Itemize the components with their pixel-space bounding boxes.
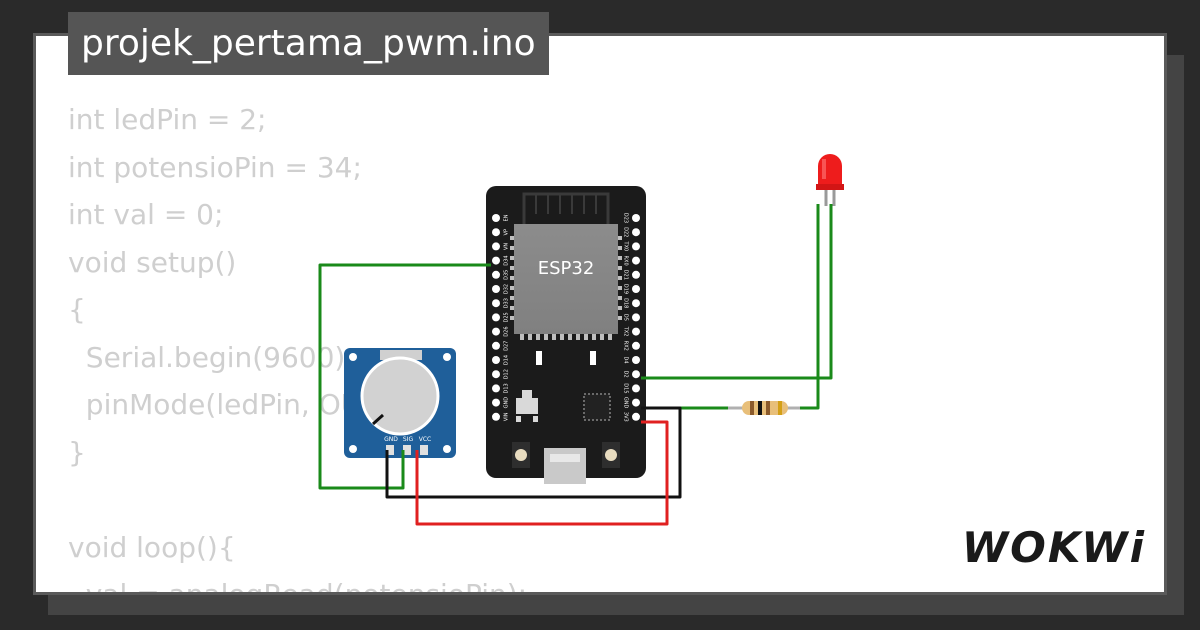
pin-label: D4	[623, 356, 629, 363]
pin-label: TX0	[623, 241, 629, 252]
pin-d13[interactable]	[492, 384, 500, 393]
pin-gnd[interactable]	[492, 398, 500, 407]
boot-button[interactable]	[512, 442, 530, 468]
pin-label: D25	[504, 312, 510, 322]
pin-label: D33	[504, 298, 510, 308]
pin-d14[interactable]	[492, 356, 500, 364]
pin-gnd[interactable]	[632, 398, 640, 407]
pin-d4[interactable]	[632, 356, 640, 364]
circuit-diagram: ESP32	[318, 154, 844, 526]
resistor[interactable]	[728, 401, 800, 415]
reset-button[interactable]	[602, 442, 620, 468]
code-line: int ledPin = 2;	[68, 103, 267, 136]
pin-label: VIN	[504, 412, 510, 421]
pin-label: RX0	[623, 256, 629, 266]
pin-label: TX2	[623, 326, 629, 337]
pin-d15[interactable]	[632, 384, 640, 393]
pin-label: D35	[504, 270, 510, 280]
usb-port	[544, 448, 586, 484]
pin-label: D15	[623, 383, 629, 393]
pin-label: D2	[623, 371, 629, 378]
wire-led	[641, 204, 833, 380]
pin-label: D14	[504, 355, 510, 365]
pot-pin-vcc: VCC	[419, 436, 431, 443]
pin-d34[interactable]	[492, 256, 500, 265]
esp32-board[interactable]: ESP32	[486, 186, 646, 484]
code-line: }	[68, 435, 86, 469]
pin-label: D18	[623, 298, 629, 308]
wire-ground	[385, 406, 682, 499]
pin-d2[interactable]	[632, 370, 640, 379]
pin-label: D34	[504, 255, 510, 265]
pin-label: D23	[623, 213, 629, 223]
pin-label: VP	[504, 229, 510, 235]
pin-d19[interactable]	[632, 285, 640, 293]
pin-d33[interactable]	[492, 299, 500, 308]
pin-d23[interactable]	[632, 214, 640, 222]
preview-card: int ledPin = 2; int potensioPin = 34; int …	[33, 33, 1167, 595]
pin-label: D32	[504, 284, 510, 294]
code-line: int val = 0;	[68, 198, 224, 231]
pin-label: D22	[623, 227, 629, 237]
pin-tx2[interactable]	[632, 327, 640, 336]
pin-d18[interactable]	[632, 299, 640, 308]
pin-label: D19	[623, 284, 629, 294]
pin-3v3[interactable]	[632, 412, 640, 421]
code-line: {	[68, 293, 86, 326]
wire-resistor-led	[800, 204, 820, 410]
code-line: void loop(){	[68, 530, 236, 564]
voltage-regulator	[516, 398, 538, 414]
pin-d22[interactable]	[632, 228, 640, 237]
pin-d21[interactable]	[632, 270, 640, 279]
project-filename: projek_pertama_pwm.ino	[68, 12, 549, 75]
pot-indicator	[371, 413, 385, 426]
pot-pin-sig: SIG	[403, 436, 414, 443]
pin-tx0[interactable]	[632, 242, 640, 251]
pin-label: D21	[623, 270, 629, 280]
pin-label: GND	[504, 397, 510, 409]
code-line: void setup()	[68, 245, 237, 279]
pin-label: GND	[623, 397, 629, 409]
pot-pin-gnd: GND	[384, 436, 398, 443]
pin-d26[interactable]	[492, 327, 500, 336]
pin-rx0[interactable]	[632, 256, 640, 265]
potentiometer[interactable]: GND SIG VCC	[344, 348, 456, 458]
pin-vp[interactable]	[492, 228, 500, 237]
wokwi-logo: WOKWi	[961, 523, 1146, 572]
pin-label: D27	[504, 341, 510, 351]
pin-label: 3V3	[623, 412, 629, 422]
pin-d5[interactable]	[632, 313, 640, 322]
code-line: int potensioPin = 34;	[68, 150, 362, 184]
pin-rx2[interactable]	[632, 341, 640, 350]
code-line: Serial.begin(9600);	[68, 340, 355, 374]
pin-label: RX2	[623, 341, 629, 351]
pin-vin[interactable]	[492, 412, 500, 421]
pin-label: D26	[504, 326, 510, 336]
chip-label: ESP32	[538, 258, 595, 279]
pin-vn[interactable]	[492, 242, 500, 251]
pin-d25[interactable]	[492, 313, 500, 322]
pin-en[interactable]	[492, 214, 500, 222]
pin-d32[interactable]	[492, 285, 500, 293]
wire-signal	[318, 263, 491, 490]
pin-d35[interactable]	[492, 270, 500, 279]
code-line: val = analogRead(potensioPin);	[68, 578, 528, 595]
pin-d12[interactable]	[492, 370, 500, 379]
pin-d27[interactable]	[492, 341, 500, 350]
pin-label: VN	[504, 243, 510, 250]
pin-label: D5	[623, 314, 629, 321]
pin-label: EN	[504, 214, 510, 221]
pin-label: D12	[504, 369, 510, 379]
usb-chip	[583, 393, 611, 421]
red-led[interactable]	[816, 154, 844, 206]
wire-power	[415, 420, 669, 526]
pin-label: D13	[504, 383, 510, 393]
